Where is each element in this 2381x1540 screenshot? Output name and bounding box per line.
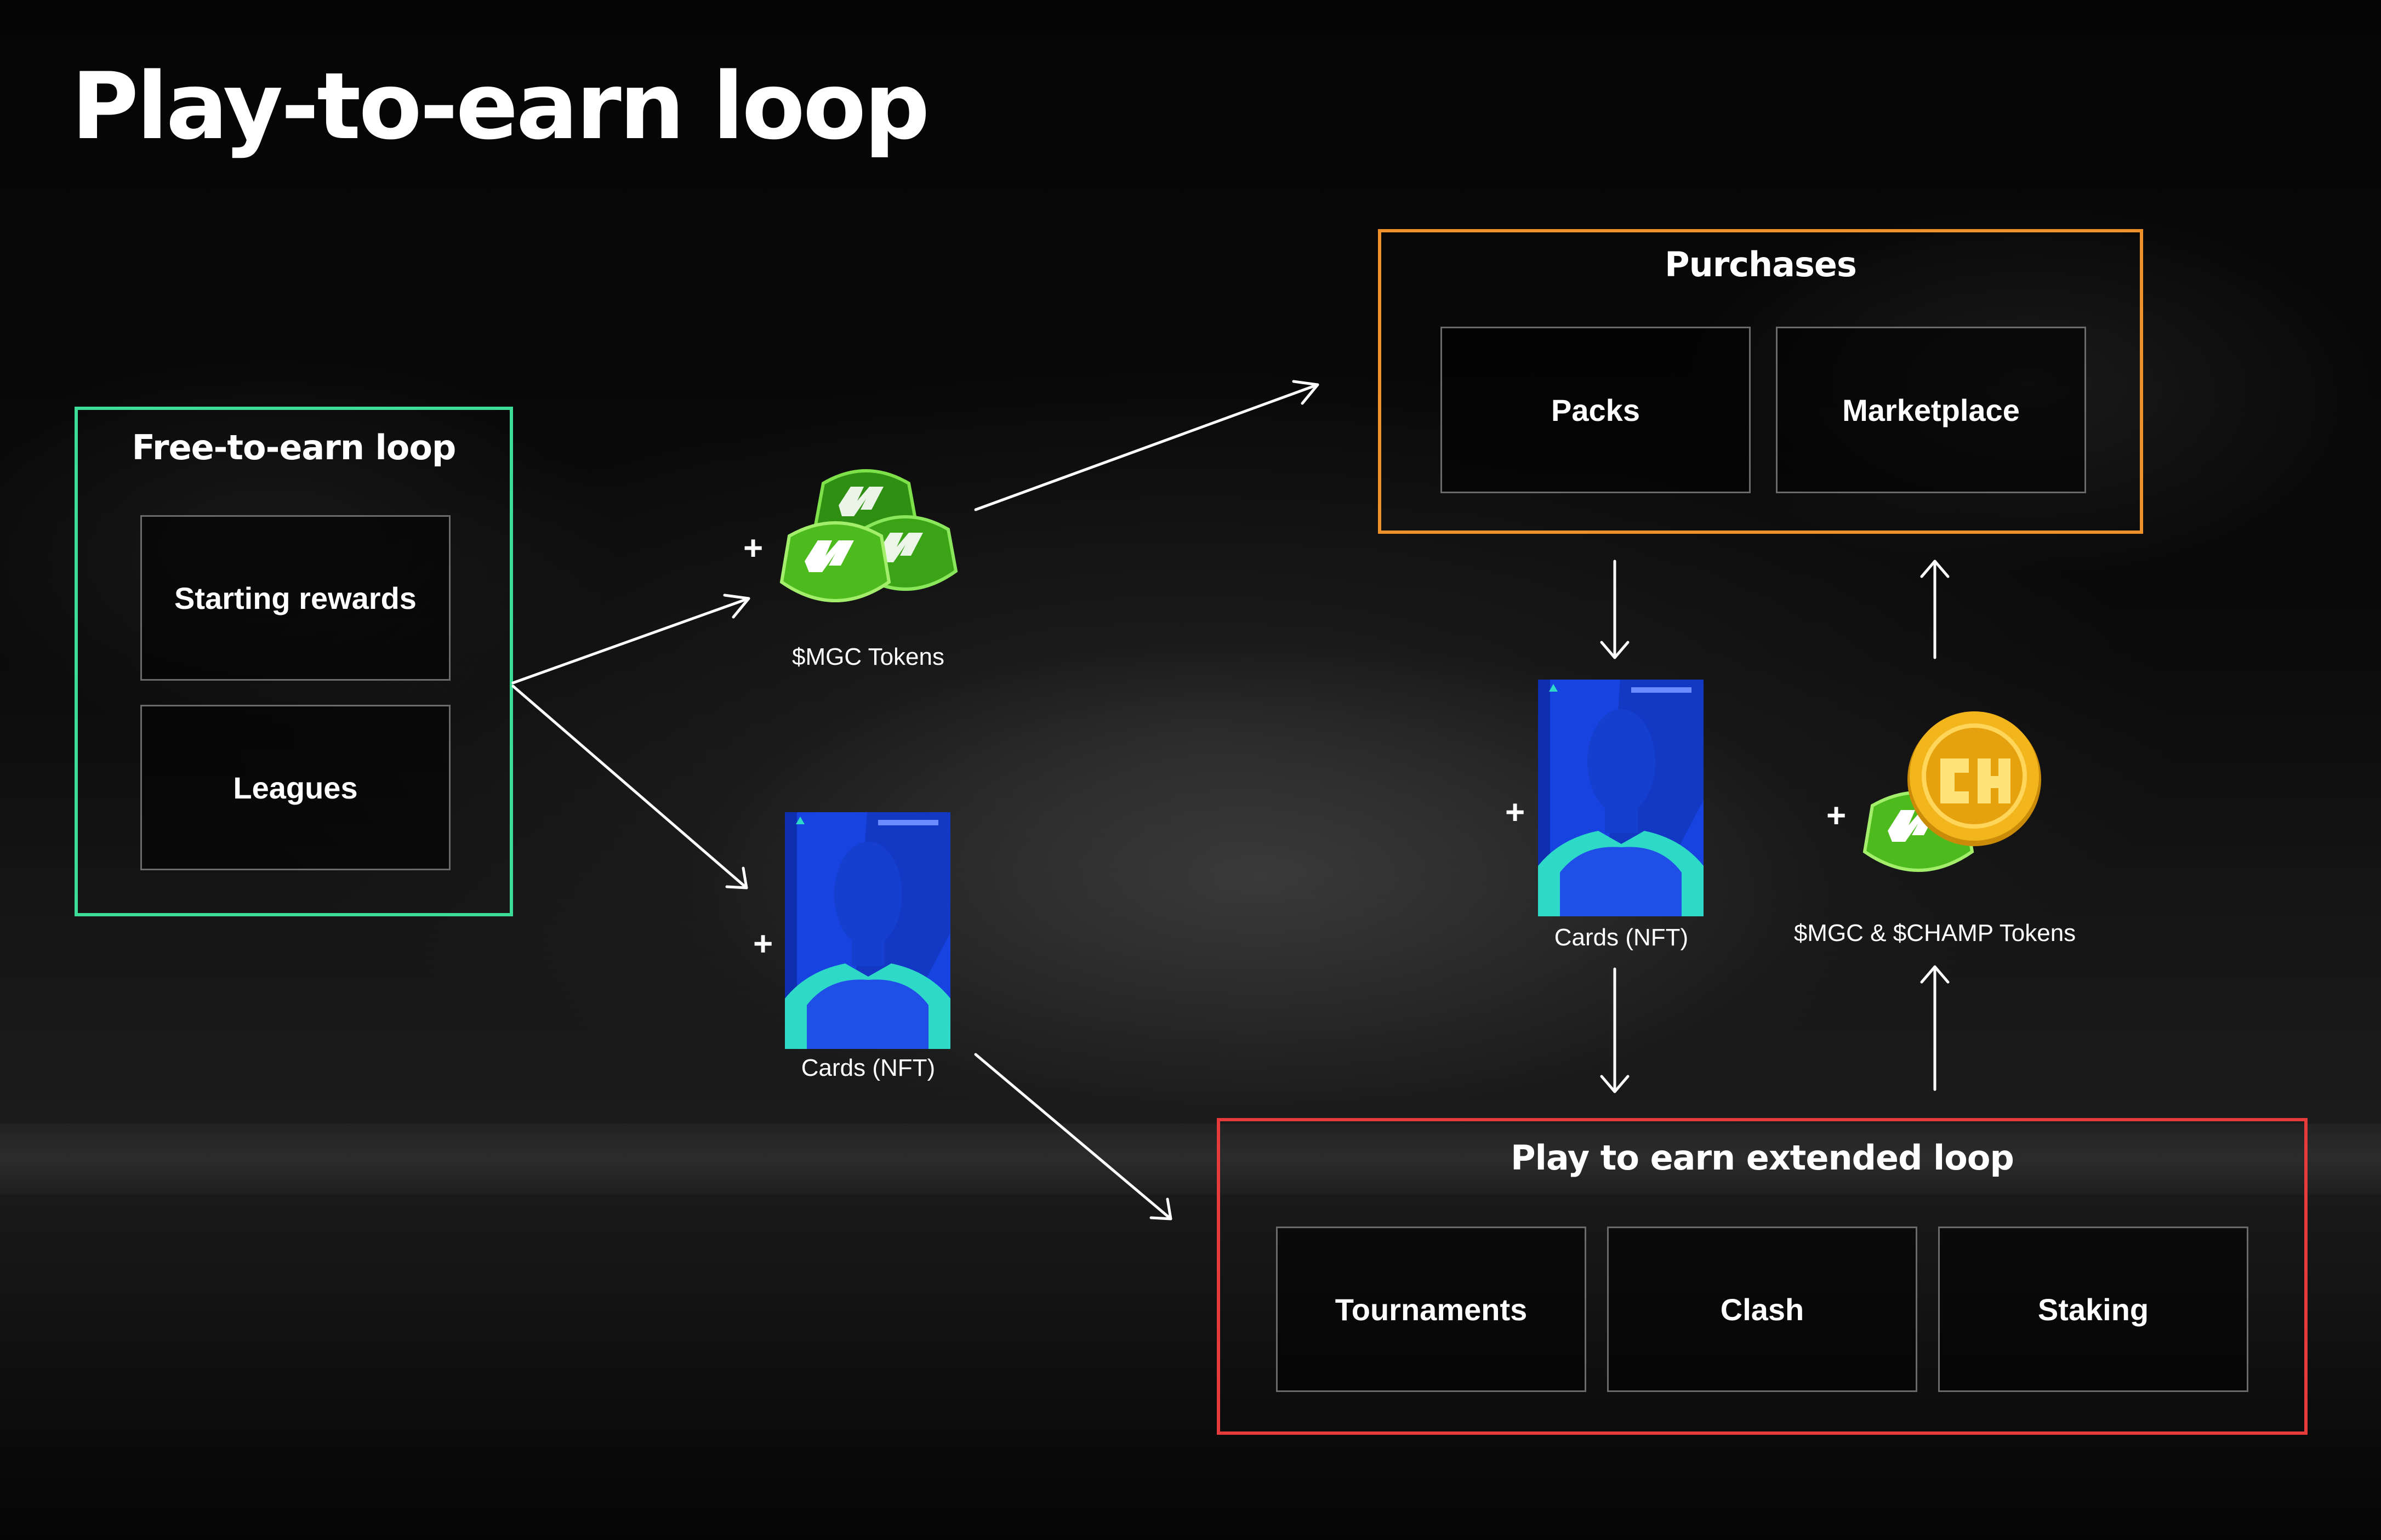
- arrow-icon: [511, 685, 748, 889]
- arrow-icon: [1920, 965, 1950, 1091]
- play-to-earn-extended-title: Play to earn extended loop: [1511, 1138, 2014, 1178]
- mgc-tokens-caption: $MGC Tokens: [792, 643, 944, 670]
- marketplace-box: Marketplace: [1776, 327, 2086, 493]
- plus-cards-right: +: [1505, 794, 1525, 831]
- arrow-icon: [511, 594, 750, 685]
- clash-box: Clash: [1607, 1227, 1917, 1392]
- player-card-icon: [1538, 680, 1704, 916]
- cards-right-caption: Cards (NFT): [1554, 924, 1689, 951]
- free-to-earn-group: Free-to-earn loop Starting rewards Leagu…: [75, 407, 513, 916]
- arrow-icon: [974, 1053, 1172, 1220]
- free-to-earn-title: Free-to-earn loop: [132, 427, 457, 467]
- leagues-box: Leagues: [140, 705, 451, 870]
- background-band: [0, 1123, 2381, 1195]
- plus-cards-left: +: [753, 925, 773, 963]
- plus-mgc-tokens: +: [743, 529, 764, 567]
- purchases-group: Purchases Packs Marketplace: [1378, 229, 2143, 534]
- tournaments-box: Tournaments: [1276, 1227, 1586, 1392]
- plus-mgc-champ-tokens: +: [1826, 797, 1847, 835]
- player-card-icon: [785, 812, 950, 1049]
- arrow-icon: [1600, 967, 1630, 1093]
- purchases-title: Purchases: [1665, 244, 1857, 284]
- arrow-icon: [974, 380, 1319, 511]
- mgc-token-icon: [779, 469, 958, 602]
- mgc-champ-tokens-caption: $MGC & $CHAMP Tokens: [1793, 920, 2076, 946]
- play-to-earn-extended-group: Play to earn extended loop Tournaments C…: [1217, 1118, 2308, 1435]
- page-title: Play-to-earn loop: [71, 53, 930, 160]
- champ-token-icon: [1907, 711, 2041, 846]
- arrow-icon: [1920, 560, 1950, 659]
- starting-rewards-box: Starting rewards: [140, 515, 451, 681]
- arrow-icon: [1600, 560, 1630, 659]
- packs-box: Packs: [1440, 327, 1751, 493]
- cards-left-caption: Cards (NFT): [801, 1054, 936, 1081]
- staking-box: Staking: [1938, 1227, 2248, 1392]
